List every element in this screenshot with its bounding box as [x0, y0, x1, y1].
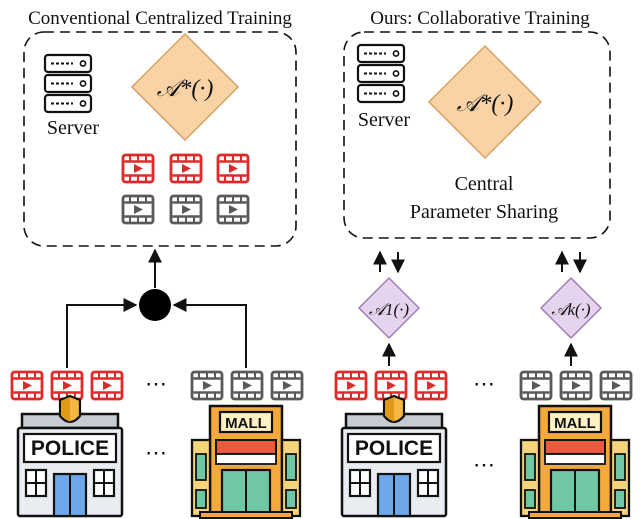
mall-videos: [519, 370, 633, 401]
video-icon: [374, 370, 408, 401]
police-sign: POLICE: [31, 437, 109, 460]
video-icon: [559, 370, 593, 401]
left-server-box: [23, 31, 297, 247]
right-server-box: [343, 31, 611, 239]
video-icon: [10, 370, 44, 401]
global-model-label: 𝒜*(·): [457, 91, 514, 117]
client-model-label-1: 𝒜1(·): [369, 300, 409, 319]
video-icon: [334, 370, 368, 401]
video-icon: [270, 370, 304, 401]
video-icon: [519, 370, 553, 401]
video-icon: [121, 194, 155, 225]
right-client-arrow: [172, 298, 247, 368]
video-icon: [190, 370, 224, 401]
video-icon: [216, 194, 250, 225]
client-model-diamond-k: [539, 276, 603, 340]
client-model-diamond-1: [357, 276, 421, 340]
video-icon: [414, 370, 448, 401]
ellipsis: ⋯: [473, 452, 497, 477]
sharing-label-line2: Parameter Sharing: [410, 201, 558, 223]
police-building-icon: POLICE: [340, 394, 448, 518]
video-icon: [50, 370, 84, 401]
left-server-label: Server: [47, 117, 100, 139]
police-videos: [10, 370, 124, 401]
aggregation-node: [139, 289, 171, 321]
video-icon: [169, 194, 203, 225]
mall-sign: MALL: [225, 415, 267, 432]
ellipsis: ⋯: [473, 371, 497, 396]
server-icon: [356, 43, 406, 104]
mall-videos: [190, 370, 304, 401]
server-icon: [43, 53, 93, 114]
right-panel-title: Ours: Collaborative Training: [370, 8, 590, 29]
video-icon: [121, 153, 155, 184]
police-building-icon: POLICE: [16, 394, 124, 518]
global-model-label: 𝒜*(·): [157, 76, 214, 102]
ellipsis: ⋯: [145, 440, 169, 465]
video-icon: [230, 370, 264, 401]
police-videos: [334, 370, 448, 401]
right-server-label: Server: [358, 109, 411, 131]
left-client-arrow: [66, 298, 138, 368]
client-model-label-k: 𝒜k(·): [551, 300, 591, 319]
server-video-grid: [121, 153, 250, 225]
mall-building-icon: MALL: [519, 404, 631, 519]
global-model-diamond: [130, 32, 240, 142]
video-icon: [90, 370, 124, 401]
video-icon: [599, 370, 633, 401]
ellipsis: ⋯: [145, 371, 169, 396]
police-sign: POLICE: [355, 437, 433, 460]
global-model-diamond: [427, 44, 543, 160]
sharing-label-line1: Central: [455, 173, 514, 195]
mall-sign: MALL: [554, 415, 596, 432]
video-icon: [169, 153, 203, 184]
video-icon: [216, 153, 250, 184]
left-panel-title: Conventional Centralized Training: [28, 8, 292, 29]
mall-building-icon: MALL: [190, 404, 302, 519]
